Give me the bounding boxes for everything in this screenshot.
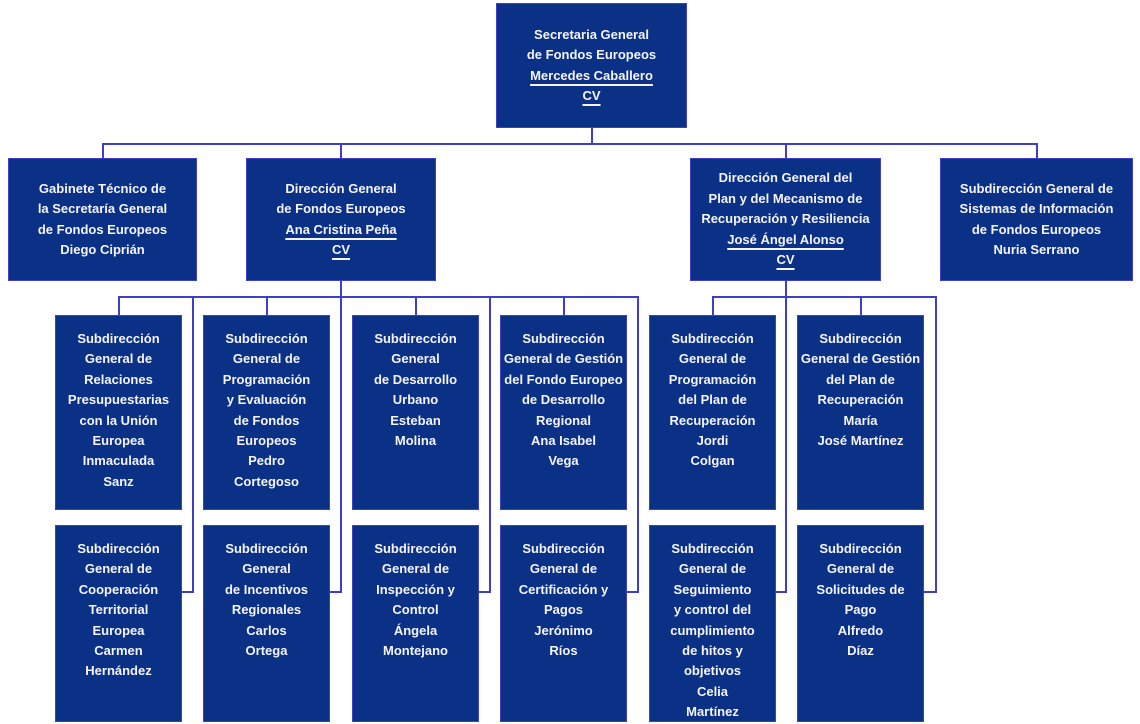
box-title: Subdirección General de Programación y E… xyxy=(222,331,311,449)
person-name: Alfredo Díaz xyxy=(837,622,884,659)
connector-line xyxy=(479,591,491,593)
org-box-sg-gestion-plan: Subdirección General de Gestión del Plan… xyxy=(797,315,924,510)
person-name: Pedro Cortegoso xyxy=(234,453,299,489)
org-box-gabinete-tecnico: Gabinete Técnico de la Secretaría Genera… xyxy=(8,158,197,281)
org-box-sg-gestion-feder: Subdirección General de Gestión del Fond… xyxy=(500,315,627,510)
connector-line xyxy=(712,296,714,315)
connector-line xyxy=(785,281,787,593)
person-name: Jerónimo Ríos xyxy=(534,622,593,659)
connector-line xyxy=(591,128,593,143)
connector-line xyxy=(118,296,120,315)
connector-line xyxy=(102,143,104,158)
person-name: Inmaculada Sanz xyxy=(82,453,155,489)
box-title: Subdirección General de Inspección y Con… xyxy=(374,541,457,618)
box-title: Subdirección General de Relaciones Presu… xyxy=(67,331,170,449)
box-title: Subdirección General de Gestión del Fond… xyxy=(503,331,624,428)
box-title: Subdirección General de Incentivos Regio… xyxy=(224,541,309,618)
box-title: Subdirección General de Desarrollo Urban… xyxy=(373,331,458,408)
person-name: Celia Martínez xyxy=(686,683,739,720)
org-box-secretaria-general: Secretaria General de Fondos Europeos Me… xyxy=(496,3,687,128)
connector-line xyxy=(102,143,1038,145)
person-name: Ángela Montejano xyxy=(383,622,448,659)
connector-line xyxy=(182,591,194,593)
connector-line xyxy=(1036,143,1038,158)
org-box-dg-plan-recuperacion: Dirección General del Plan y del Mecanis… xyxy=(690,158,881,281)
person-link[interactable]: José Ángel Alonso xyxy=(727,231,844,247)
org-box-sg-certificacion-pagos: Subdirección General de Certificación y … xyxy=(500,525,627,722)
connector-line xyxy=(712,296,937,298)
connector-line xyxy=(860,296,862,315)
connector-line xyxy=(935,296,937,593)
person-name: Diego Ciprián xyxy=(60,241,145,257)
box-title: Subdirección General de Seguimiento y co… xyxy=(670,541,755,679)
person-name: Jordi Colgan xyxy=(690,433,735,469)
org-box-dg-fondos-europeos: Dirección General de Fondos Europeos Ana… xyxy=(246,158,436,281)
box-title: Subdirección General de Sistemas de Info… xyxy=(959,180,1114,237)
person-name: Esteban Molina xyxy=(390,412,441,449)
org-box-sg-incentivos-regionales: Subdirección General de Incentivos Regio… xyxy=(203,525,330,722)
connector-line xyxy=(330,591,342,593)
person-name: Nuria Serrano xyxy=(993,241,1080,257)
connector-line xyxy=(266,296,268,315)
org-box-sg-programacion-plan: Subdirección General de Programación del… xyxy=(649,315,776,510)
person-name: Carlos Ortega xyxy=(245,622,288,659)
connector-line xyxy=(637,296,639,593)
connector-line xyxy=(924,591,937,593)
connector-line xyxy=(118,296,639,298)
org-box-sg-programacion-evaluacion: Subdirección General de Programación y E… xyxy=(203,315,330,510)
connector-line xyxy=(776,591,787,593)
person-link[interactable]: Mercedes Caballero xyxy=(530,67,653,83)
cv-link[interactable]: CV xyxy=(776,252,795,268)
cv-link[interactable]: CV xyxy=(582,87,601,103)
person-name: Carmen Hernández xyxy=(85,643,152,679)
connector-line xyxy=(489,296,491,593)
org-box-sg-solicitudes-pago: Subdirección General de Solicitudes de P… xyxy=(797,525,924,722)
org-box-sg-cooperacion-territorial: Subdirección General de Cooperación Terr… xyxy=(55,525,182,722)
box-title: Subdirección General de Cooperación Terr… xyxy=(77,541,160,638)
person-name: María José Martínez xyxy=(817,412,904,449)
org-box-sg-sistemas-informacion: Subdirección General de Sistemas de Info… xyxy=(940,158,1133,281)
connector-line xyxy=(340,143,342,158)
connector-line xyxy=(627,591,639,593)
connector-line xyxy=(192,296,194,593)
connector-line xyxy=(563,296,565,315)
person-link[interactable]: Ana Cristina Peña xyxy=(285,221,397,237)
connector-line xyxy=(785,143,787,158)
box-title: Secretaria General de Fondos Europeos xyxy=(526,26,657,63)
org-box-sg-relaciones-presupuestarias: Subdirección General de Relaciones Presu… xyxy=(55,315,182,510)
cv-link[interactable]: CV xyxy=(331,241,351,257)
org-box-sg-desarrollo-urbano: Subdirección General de Desarrollo Urban… xyxy=(352,315,479,510)
connector-line xyxy=(415,296,417,315)
box-title: Dirección General de Fondos Europeos xyxy=(276,180,406,217)
connector-line xyxy=(340,281,342,593)
org-box-sg-seguimiento-hitos: Subdirección General de Seguimiento y co… xyxy=(649,525,776,722)
box-title: Subdirección General de Gestión del Plan… xyxy=(800,331,921,408)
box-title: Subdirección General de Programación del… xyxy=(668,331,757,428)
org-box-sg-inspeccion-control: Subdirección General de Inspección y Con… xyxy=(352,525,479,722)
box-title: Subdirección General de Solicitudes de P… xyxy=(816,541,905,618)
box-title: Gabinete Técnico de la Secretaría Genera… xyxy=(37,180,168,237)
person-name: Ana Isabel Vega xyxy=(530,433,597,469)
box-title: Dirección General del Plan y del Mecanis… xyxy=(701,170,870,227)
box-title: Subdirección General de Certificación y … xyxy=(518,541,609,618)
